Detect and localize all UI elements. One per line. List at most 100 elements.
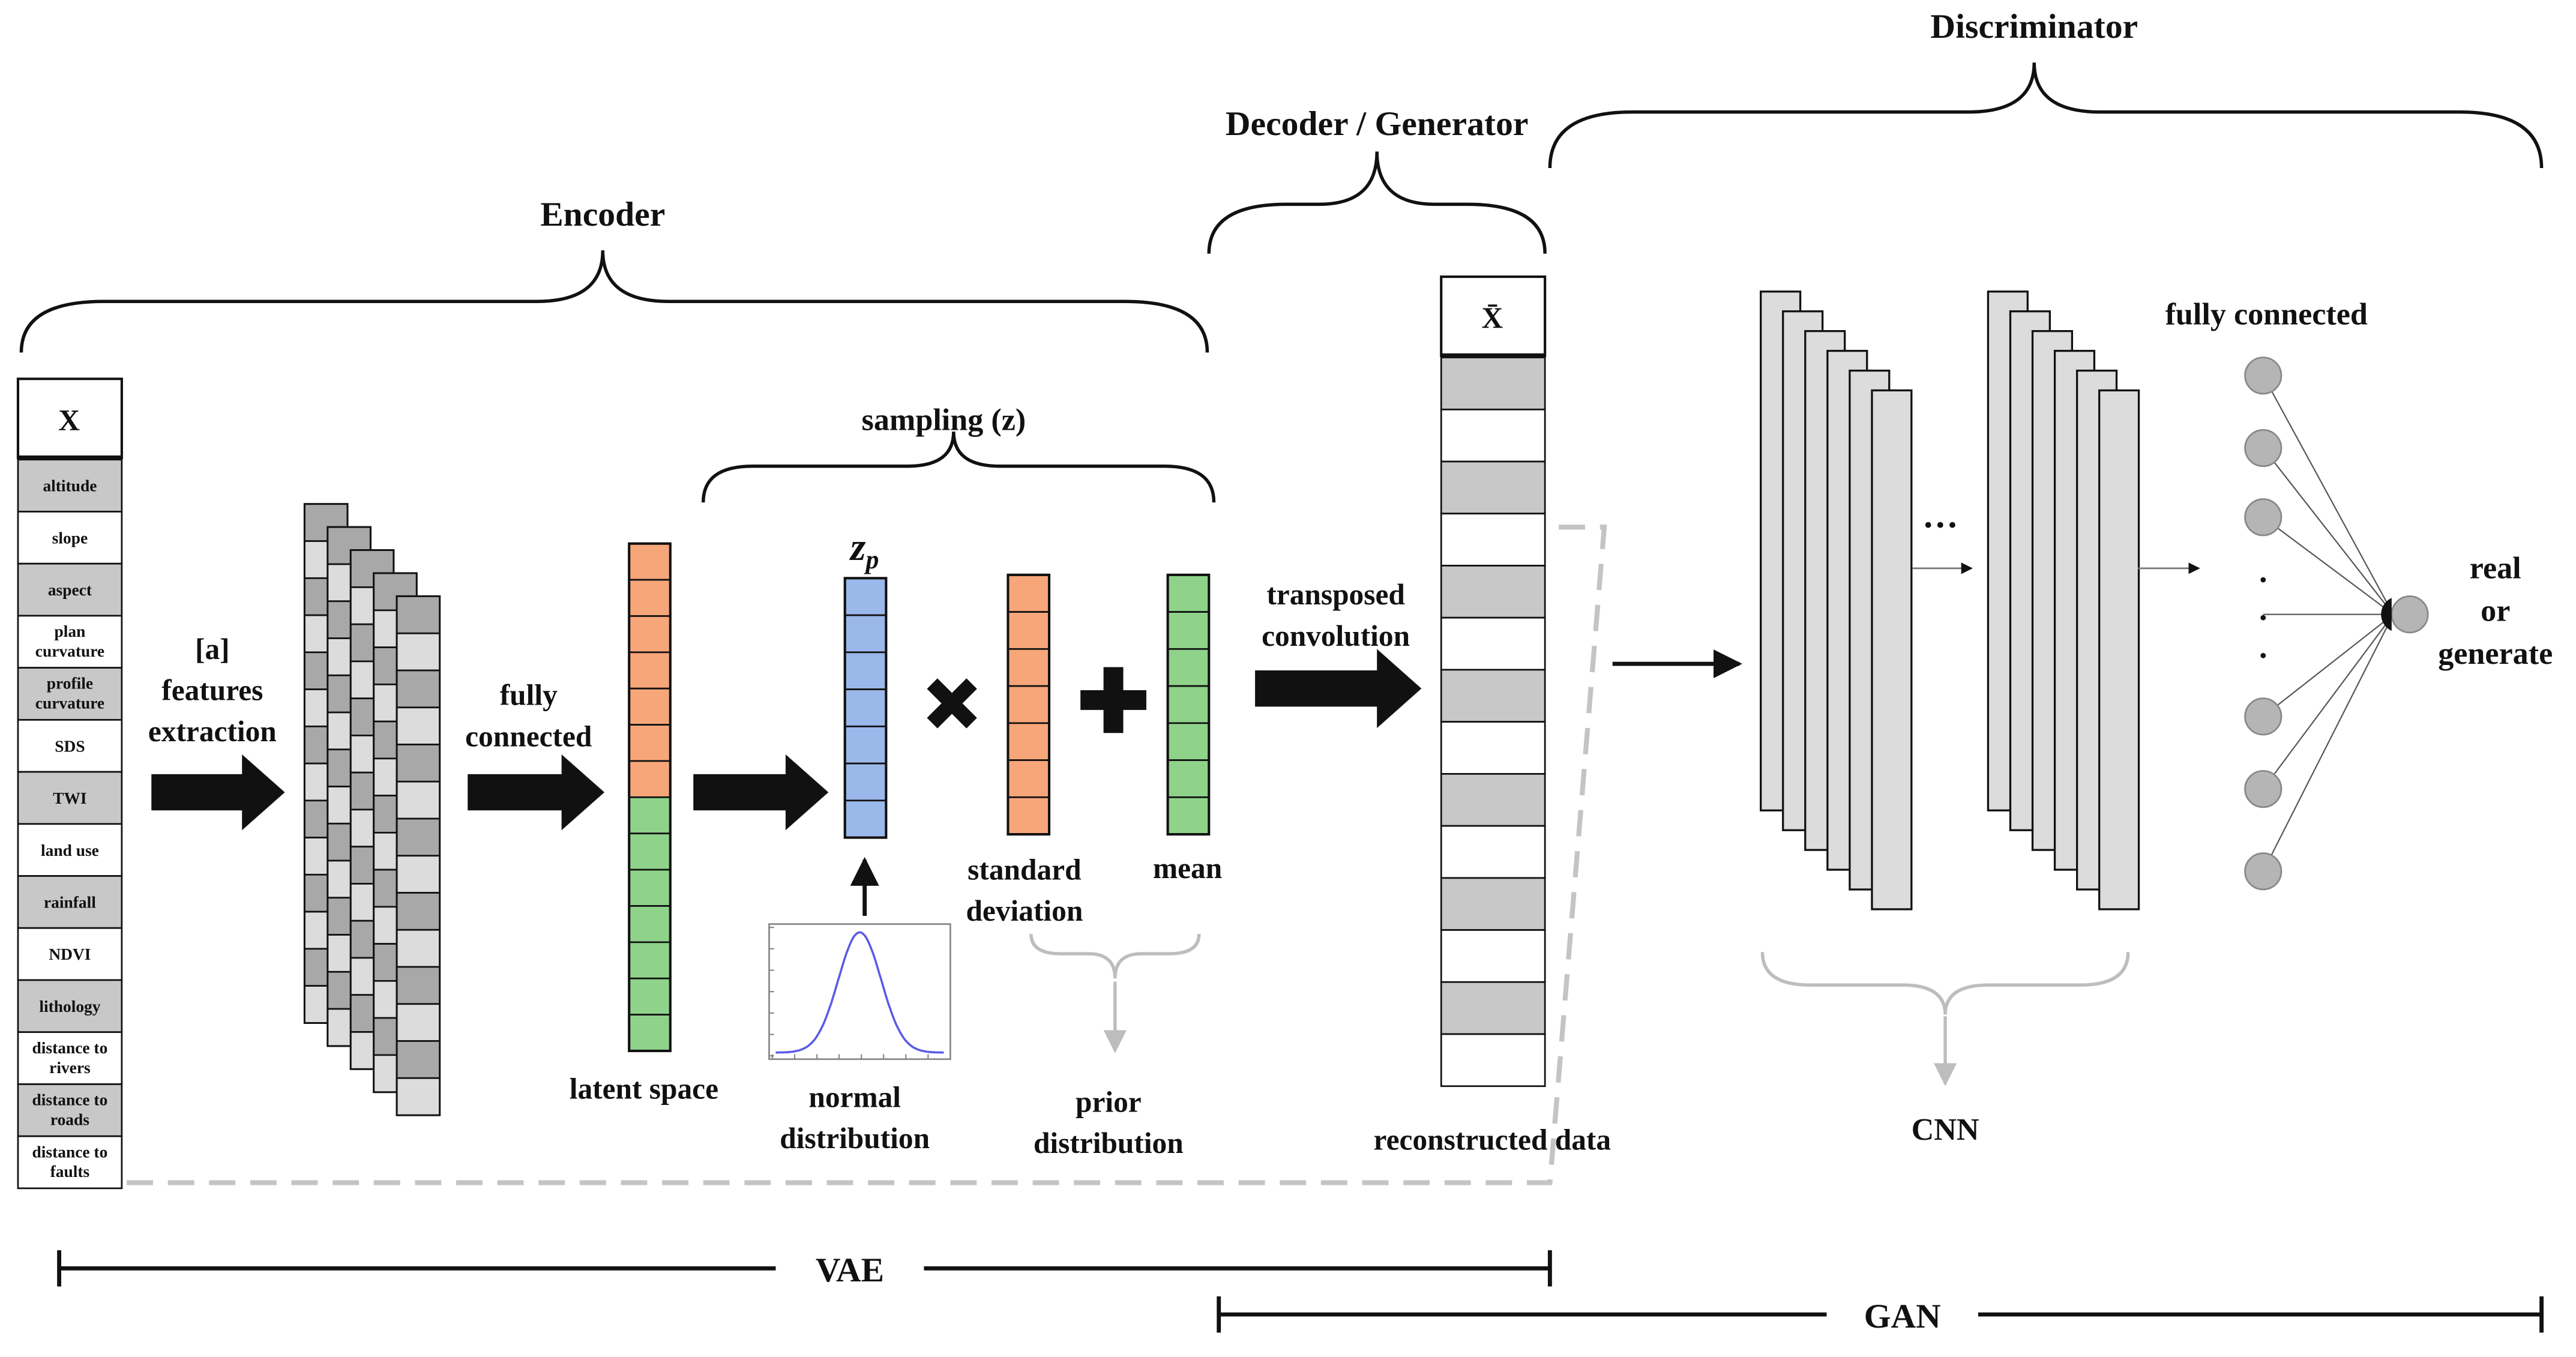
- vector-cell: [844, 762, 887, 802]
- recon-row: [1440, 929, 1546, 983]
- vector-cell: [844, 577, 887, 616]
- vector-cell: [628, 760, 672, 798]
- svg-text:standard: standard: [968, 853, 1081, 886]
- dashed-flow-line: [127, 525, 1607, 1185]
- feature-label: aspect: [48, 581, 92, 599]
- mean-vector: [1166, 573, 1211, 836]
- recon-row: [1440, 825, 1546, 879]
- vector-cell: [628, 687, 672, 726]
- vector-cell: [1007, 611, 1050, 650]
- feature-row: [17, 718, 123, 773]
- cnn-stack-first: [1760, 290, 1913, 910]
- recon-header-cell: [1440, 275, 1547, 357]
- vector-cell: [628, 832, 672, 871]
- feature-row: [17, 927, 123, 981]
- output-node-half: [2381, 598, 2392, 631]
- decoder-brace: [1207, 151, 1547, 254]
- vector-cell: [1167, 685, 1210, 724]
- svg-text:deviation: deviation: [966, 894, 1083, 927]
- feature-map: [396, 595, 441, 1116]
- multiply-icon: [927, 678, 977, 729]
- latent-space-vector: [628, 542, 672, 1053]
- vector-cell: [628, 651, 672, 690]
- recon-row: [1440, 408, 1546, 463]
- feature-label: slope: [52, 529, 88, 547]
- vector-cell: [628, 977, 672, 1015]
- svg-text:prior: prior: [1076, 1086, 1142, 1119]
- vector-cell: [844, 799, 887, 838]
- vector-cell: [628, 724, 672, 762]
- discriminator-title: Discriminator: [1930, 8, 2138, 46]
- vertical-dots: [2260, 577, 2266, 658]
- fully-connected-disc-label: fully connected: [2165, 298, 2368, 332]
- svg-text:[a]: [a]: [195, 633, 230, 666]
- recon-row: [1440, 669, 1546, 723]
- mean-label: mean: [1153, 852, 1222, 885]
- cnn-feature-map: [2098, 389, 2140, 910]
- vector-cell: [844, 614, 887, 654]
- recon-row: [1440, 616, 1546, 671]
- feature-label: SDS: [55, 737, 85, 755]
- sampling-title: sampling (z): [862, 403, 1026, 437]
- fc-node: [2244, 770, 2283, 808]
- decoder-title: Decoder / Generator: [1226, 105, 1529, 143]
- vector-cell: [1007, 648, 1050, 687]
- gan-label: GAN: [1864, 1298, 1941, 1335]
- recon-row: [1440, 721, 1546, 775]
- feature-map-stack: [303, 503, 441, 1116]
- feature-row: [17, 1083, 123, 1137]
- sampling-arrow: [693, 754, 829, 831]
- reconstructed-data-label: reconstructed data: [1374, 1124, 1612, 1157]
- feature-row: [17, 1031, 123, 1085]
- bell-curve: [775, 931, 944, 1054]
- recon-row: [1440, 357, 1546, 411]
- feature-row: [17, 459, 123, 513]
- vector-cell: [628, 905, 672, 943]
- vector-cell: [1167, 796, 1210, 835]
- cnn-label: CNN: [1912, 1113, 1979, 1147]
- feature-row: [17, 771, 123, 825]
- transposed-convolution-arrow: [1255, 649, 1422, 729]
- vector-cell: [628, 796, 672, 835]
- output-label: real or generate: [2438, 551, 2553, 671]
- feature-label: land use: [41, 841, 99, 859]
- vector-cell: [844, 688, 887, 727]
- cnn-brace: [1760, 952, 2130, 1015]
- cnn-feature-map: [1871, 389, 1913, 910]
- svg-text:distribution: distribution: [780, 1122, 930, 1155]
- feature-row: [17, 615, 123, 669]
- fully-connected-arrow: [468, 754, 605, 831]
- vector-cell: [1007, 574, 1050, 613]
- recon-row: [1440, 773, 1546, 827]
- feature-row: [17, 823, 123, 877]
- input-header: X: [58, 403, 80, 436]
- svg-text:fully: fully: [500, 679, 558, 712]
- recon-row: [1440, 1033, 1546, 1088]
- vector-cell: [628, 579, 672, 617]
- input-header-cell: [16, 378, 123, 460]
- vae-span: [57, 1250, 1552, 1287]
- normal-distribution-plot: [768, 923, 951, 1061]
- standard-deviation-vector: [1007, 573, 1051, 836]
- zp-vector: [843, 577, 888, 839]
- svg-text:features: features: [161, 673, 263, 706]
- feature-row: [17, 1135, 123, 1190]
- svg-text:normal: normal: [808, 1080, 901, 1113]
- zp-label: zp: [849, 525, 879, 574]
- fc-node: [2244, 697, 2283, 736]
- vector-cell: [1007, 722, 1050, 761]
- feature-label: TWI: [53, 789, 86, 807]
- plot-ticks: [769, 927, 951, 1059]
- gan-span: [1217, 1296, 2544, 1333]
- cnn-ellipsis: ···: [1922, 505, 1958, 546]
- reconstructed-data-vector: X̄: [1440, 275, 1547, 1088]
- cnn-stack-second: [1987, 290, 2140, 910]
- output-node: [2391, 595, 2429, 634]
- recon-row: [1440, 460, 1546, 515]
- vector-cell: [628, 1014, 672, 1052]
